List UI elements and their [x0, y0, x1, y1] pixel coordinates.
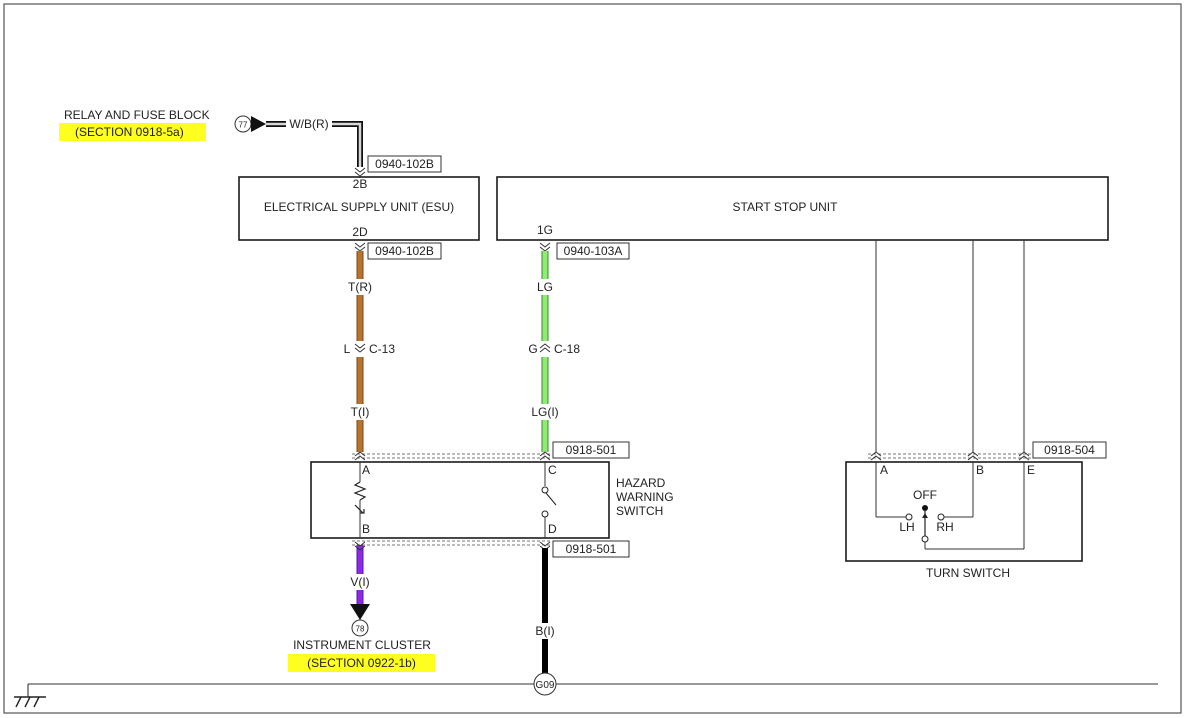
wire-label-lg-i: LG(I) — [531, 405, 558, 419]
relay-fuse-block-section[interactable]: (SECTION 0918-5a) — [75, 125, 184, 139]
wire-label-t-r: T(R) — [348, 280, 372, 294]
connector-label-turn: 0918-504 — [1044, 443, 1095, 457]
reference-number-78: 78 — [356, 625, 365, 634]
reference-number-77: 77 — [239, 121, 248, 130]
start-stop-unit-title: START STOP UNIT — [733, 200, 839, 214]
hazard-switch-label-line2: WARNING — [616, 490, 674, 504]
connector-chevron-icon — [1018, 451, 1030, 461]
turn-label-lh: LH — [899, 520, 914, 534]
connector-chevron-icon — [539, 343, 551, 353]
esu-module: 2B ELECTRICAL SUPPLY UNIT (ESU) 2D — [238, 176, 480, 241]
switch-common-icon — [921, 535, 929, 543]
diagram-frame — [3, 3, 1182, 714]
connector-box-hazard-bottom — [552, 540, 630, 558]
wire-label-wb-r: W/B(R) — [289, 117, 328, 131]
turn-label-off: OFF — [913, 488, 937, 502]
connector-label-hazard-bottom: 0918-501 — [566, 542, 617, 556]
turn-label-rh: RH — [936, 520, 953, 534]
hazard-pin-a: A — [362, 463, 370, 477]
wire-light-green: LG G C-18 LG(I) — [525, 251, 585, 452]
connector-chevron-icon — [354, 451, 366, 461]
hazard-pin-b: B — [362, 522, 370, 536]
relay-fuse-block-section-highlight — [59, 123, 206, 141]
resistor-icon — [353, 481, 367, 501]
turn-pin-e: E — [1027, 463, 1035, 477]
arrow-icon — [251, 116, 266, 132]
connector-box-esu-bottom — [367, 242, 442, 260]
esu-pin-2b: 2B — [353, 177, 368, 191]
inline-connector-c13: C-13 — [369, 342, 395, 356]
wire-label-v-i: V(I) — [350, 575, 369, 589]
connector-chevron-icon — [539, 451, 551, 461]
hazard-pin-c: C — [548, 463, 557, 477]
switch-contact-icon — [541, 486, 549, 494]
connector-label-hazard-top: 0918-501 — [566, 443, 617, 457]
turn-switch-module: A B E LH RH OFF — [845, 461, 1083, 562]
inline-connector-c18: C-18 — [554, 342, 580, 356]
hazard-switch-module: A B C D — [310, 461, 610, 539]
inline-pin-l: L — [344, 342, 351, 356]
connector-chevron-icon — [354, 167, 366, 177]
instrument-cluster-section-highlight — [288, 654, 435, 672]
connector-chevron-icon — [539, 242, 551, 252]
relay-fuse-block-reference: RELAY AND FUSE BLOCK (SECTION 0918-5a) 7… — [59, 108, 266, 141]
hazard-switch-label-line1: HAZARD — [616, 476, 666, 490]
connector-box-hazard-top — [552, 441, 630, 459]
relay-fuse-block-title: RELAY AND FUSE BLOCK — [64, 108, 210, 122]
connector-chevron-icon — [354, 541, 366, 551]
connector-label-esu-bottom: 0940-102B — [375, 244, 434, 258]
start-stop-unit-pin-1g: 1G — [537, 223, 553, 237]
inline-pin-g: G — [528, 342, 537, 356]
wire-label-lg: LG — [537, 280, 553, 294]
wire-tan: T(R) L C-13 T(I) — [340, 251, 395, 452]
connector-label-esu-top: 0940-102B — [375, 157, 434, 171]
switch-contact-icon — [541, 510, 549, 518]
reference-circle-78 — [351, 619, 369, 637]
connector-box-start-stop — [556, 242, 630, 260]
switch-contact-rh-icon — [937, 513, 945, 521]
connector-chevron-icon — [354, 343, 366, 353]
turn-pin-a: A — [880, 463, 888, 477]
switch-blade-icon — [545, 492, 557, 506]
instrument-cluster-title: INSTRUMENT CLUSTER — [293, 638, 431, 652]
connector-box-turn — [1032, 441, 1107, 459]
turn-switch-title: TURN SWITCH — [926, 566, 1010, 580]
start-stop-unit-module: START STOP UNIT 1G — [496, 176, 1109, 241]
ground-label-g09: G09 — [536, 680, 555, 691]
turn-pin-b: B — [976, 463, 984, 477]
diode-arrow-icon — [354, 504, 365, 514]
connector-label-start-stop: 0940-103A — [564, 244, 623, 258]
hazard-switch-label-line3: SWITCH — [616, 504, 663, 518]
esu-pin-2d: 2D — [352, 225, 368, 239]
switch-contact-lh-icon — [905, 513, 913, 521]
instrument-cluster-section[interactable]: (SECTION 0922-1b) — [307, 656, 416, 670]
wire-wb-r: W/B(R) — [266, 116, 363, 167]
esu-title: ELECTRICAL SUPPLY UNIT (ESU) — [264, 200, 454, 214]
arrow-down-icon — [350, 604, 370, 620]
wire-violet: V(I) 78 — [344, 541, 376, 637]
connector-chevron-icon — [870, 451, 882, 461]
hazard-pin-d: D — [548, 522, 557, 536]
wire-label-b-i: B(I) — [535, 624, 554, 638]
connector-chevron-icon — [354, 242, 366, 252]
connector-box-esu-top — [367, 155, 442, 173]
wire-black-ground: B(I) G09 — [531, 541, 559, 696]
wire-label-t-i: T(I) — [351, 405, 370, 419]
connector-chevron-icon — [967, 451, 979, 461]
ground-symbol-icon — [14, 684, 46, 708]
switch-pivot-icon — [922, 505, 928, 511]
